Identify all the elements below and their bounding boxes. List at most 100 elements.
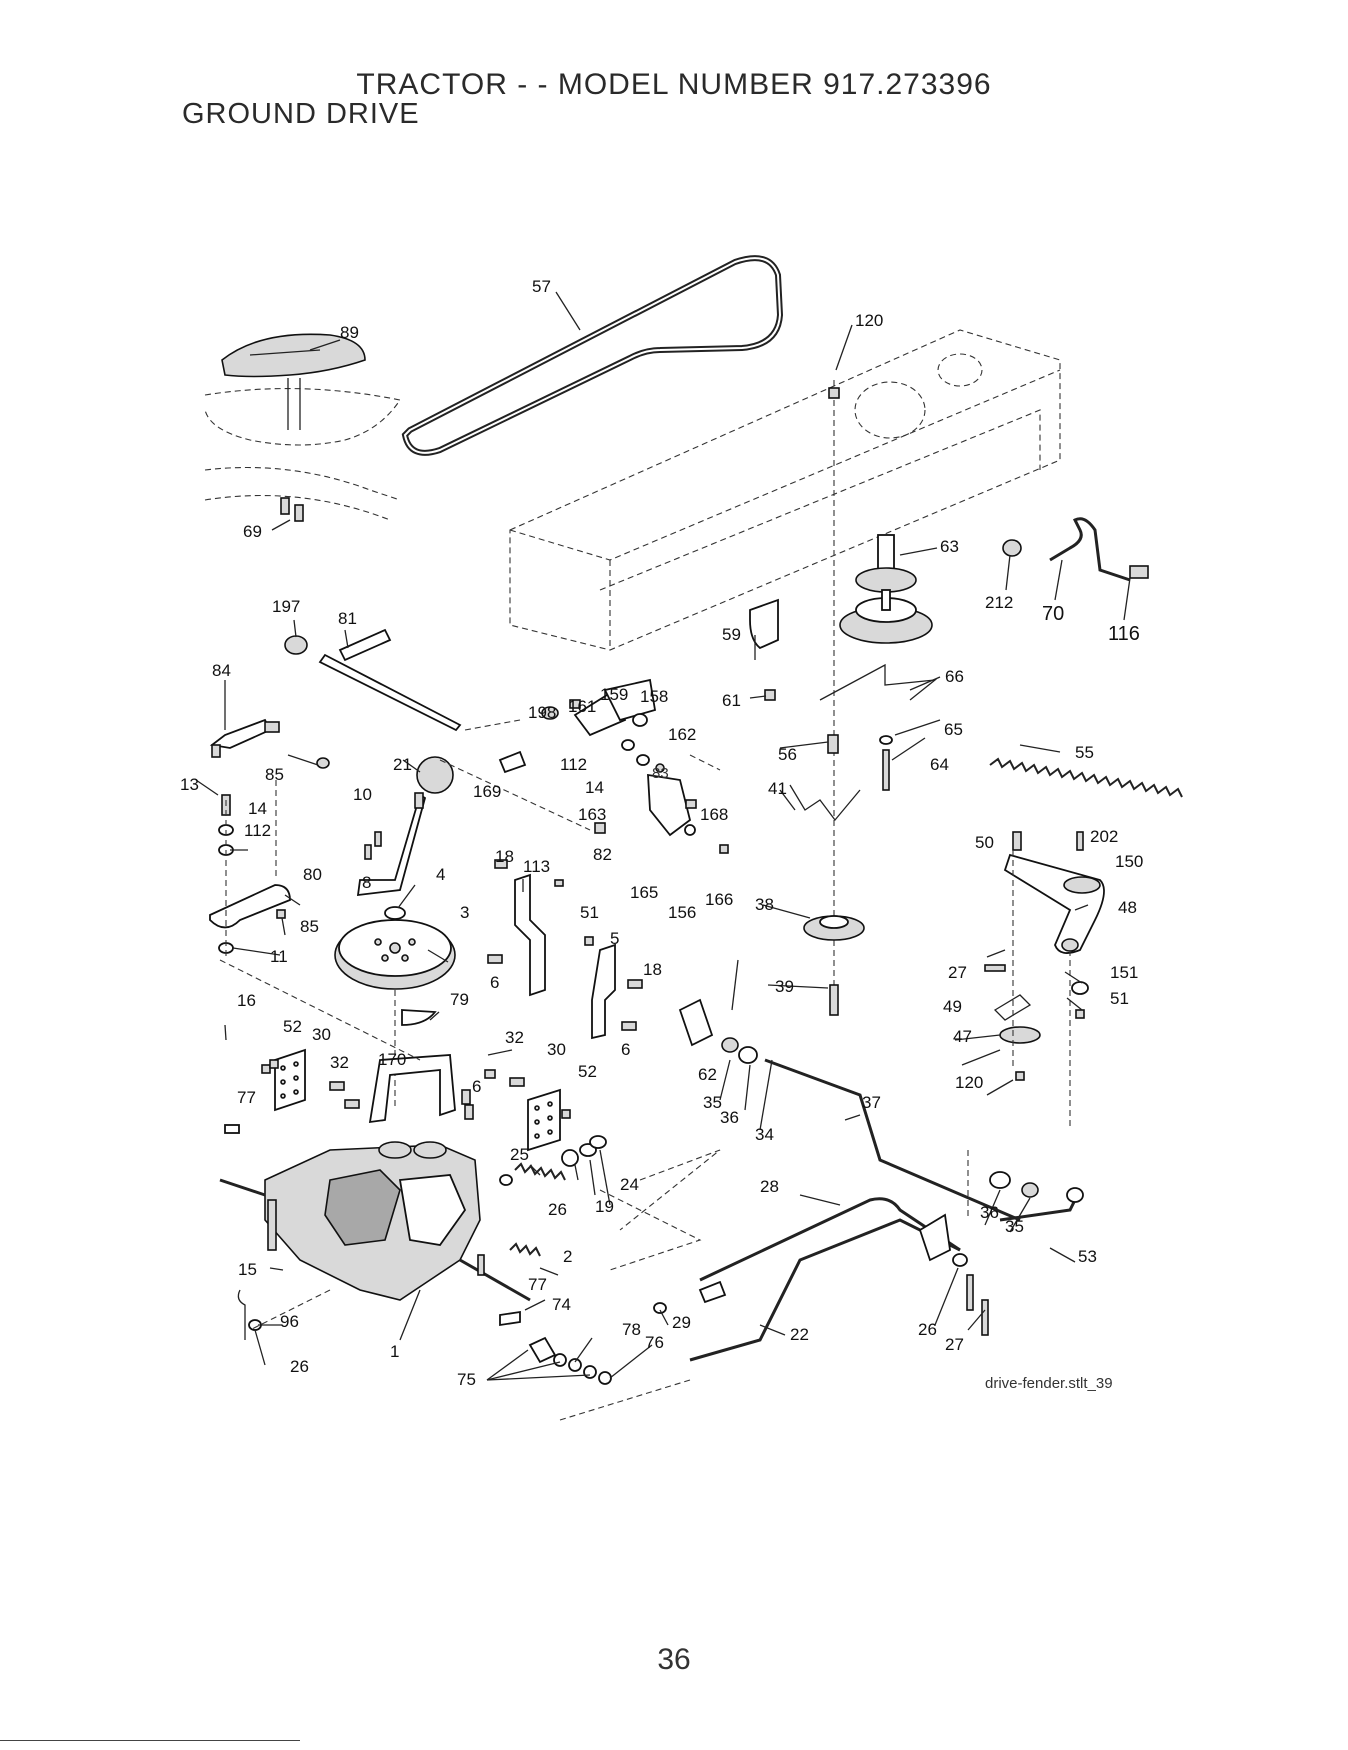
callout-162: 162 xyxy=(668,725,696,744)
control-rods xyxy=(653,998,1084,1362)
callout-63: 63 xyxy=(940,537,959,556)
bracket-113 xyxy=(487,859,564,997)
callout-70: 70 xyxy=(1042,603,1064,625)
callout-89: 89 xyxy=(340,323,359,342)
callout-38: 38 xyxy=(755,895,774,914)
callout-4: 4 xyxy=(436,865,445,884)
callout-55: 55 xyxy=(1075,743,1094,762)
callout-159: 159 xyxy=(600,685,628,704)
callout-112-mid: 112 xyxy=(560,755,587,774)
callout-36-mid: 36 xyxy=(720,1108,739,1127)
callout-30-left: 30 xyxy=(312,1025,331,1044)
callout-39: 39 xyxy=(775,977,794,996)
callout-21: 21 xyxy=(393,755,412,774)
callout-22: 22 xyxy=(790,1325,809,1344)
callout-16: 16 xyxy=(237,991,256,1010)
callout-83: 83 xyxy=(652,765,669,782)
bracket-59 xyxy=(749,598,779,650)
callout-6-a: 6 xyxy=(490,973,499,992)
callout-85-top: 85 xyxy=(265,765,284,784)
callout-59: 59 xyxy=(722,625,741,644)
callout-79: 79 xyxy=(450,990,469,1009)
callout-3: 3 xyxy=(460,903,469,922)
callout-14-left: 14 xyxy=(248,799,267,818)
callout-151: 151 xyxy=(1110,963,1138,982)
callout-18-a: 18 xyxy=(495,847,514,866)
screws-69 xyxy=(280,497,304,522)
callout-161: 161 xyxy=(568,697,596,716)
rod-70-and-bolt-116 xyxy=(1002,517,1149,582)
callout-64: 64 xyxy=(930,755,949,774)
callout-84: 84 xyxy=(212,661,231,680)
callout-35-right: 35 xyxy=(1005,1217,1024,1236)
callout-13: 13 xyxy=(180,775,199,794)
callout-76: 76 xyxy=(645,1333,664,1352)
callout-24: 24 xyxy=(620,1175,639,1194)
callout-51-mid: 51 xyxy=(580,903,599,922)
section-subtitle: GROUND DRIVE xyxy=(182,98,420,130)
callout-66: 66 xyxy=(945,667,964,686)
callout-51-right: 51 xyxy=(1110,989,1129,1008)
callout-170: 170 xyxy=(378,1050,406,1069)
callout-163: 163 xyxy=(578,805,606,824)
callout-158: 158 xyxy=(640,687,668,706)
footer-divider xyxy=(0,1740,300,1741)
callout-69: 69 xyxy=(243,522,262,541)
bracket-5 xyxy=(584,936,643,1040)
axle-washers xyxy=(499,1310,612,1385)
callout-78: 78 xyxy=(622,1320,641,1339)
callout-27-right: 27 xyxy=(948,963,967,982)
callout-61: 61 xyxy=(722,691,741,710)
callout-11: 11 xyxy=(270,947,288,966)
callout-26-right: 26 xyxy=(918,1320,937,1339)
callout-6-b: 6 xyxy=(621,1040,630,1059)
page-title: TRACTOR - - MODEL NUMBER 917.273396 xyxy=(356,68,992,101)
callout-56: 56 xyxy=(778,745,797,764)
dashed-guides xyxy=(219,959,721,1421)
shift-linkage xyxy=(209,718,330,960)
callout-113: 113 xyxy=(523,857,550,876)
callout-27-bottom: 27 xyxy=(945,1335,964,1354)
callout-49: 49 xyxy=(943,997,962,1016)
callout-1: 1 xyxy=(390,1342,399,1361)
callout-96: 96 xyxy=(280,1312,299,1331)
callout-2: 2 xyxy=(563,1247,572,1266)
callout-57: 57 xyxy=(532,277,551,296)
callout-30-right: 30 xyxy=(547,1040,566,1059)
shift-lever xyxy=(356,756,454,897)
callout-18-b: 18 xyxy=(643,960,662,979)
callout-198: 198 xyxy=(528,703,556,722)
callout-75: 75 xyxy=(457,1370,476,1389)
callout-120-bottom: 120 xyxy=(955,1073,983,1092)
callout-48: 48 xyxy=(1118,898,1137,917)
callout-47: 47 xyxy=(953,1027,972,1046)
callout-35-mid: 35 xyxy=(703,1093,722,1112)
callout-62: 62 xyxy=(698,1065,717,1084)
callout-169: 169 xyxy=(473,782,501,801)
callout-26-left: 26 xyxy=(290,1357,309,1376)
callout-14-mid: 14 xyxy=(585,778,604,797)
callout-6-c: 6 xyxy=(472,1077,481,1096)
callout-5: 5 xyxy=(610,929,619,948)
callout-53: 53 xyxy=(1078,1247,1097,1266)
callout-37: 37 xyxy=(862,1093,881,1112)
callout-19: 19 xyxy=(595,1197,614,1216)
callout-112-left: 112 xyxy=(244,821,271,840)
callout-36-right: 36 xyxy=(980,1203,999,1222)
callout-77-left: 77 xyxy=(237,1088,256,1107)
callout-150: 150 xyxy=(1115,852,1143,871)
tractor-frame xyxy=(509,329,1061,651)
callout-26-mid: 26 xyxy=(548,1200,567,1219)
clutch-bracket-assembly xyxy=(439,678,729,854)
callout-80: 80 xyxy=(303,865,322,884)
callout-197: 197 xyxy=(272,597,300,616)
drive-belt xyxy=(401,255,784,456)
shaft-81 xyxy=(284,628,521,732)
callout-10: 10 xyxy=(353,785,372,804)
callout-25: 25 xyxy=(510,1145,529,1164)
callout-77-bottom: 77 xyxy=(528,1275,547,1294)
callout-52-right: 52 xyxy=(578,1062,597,1081)
callout-202: 202 xyxy=(1090,827,1118,846)
plate-30-left xyxy=(261,1048,360,1112)
